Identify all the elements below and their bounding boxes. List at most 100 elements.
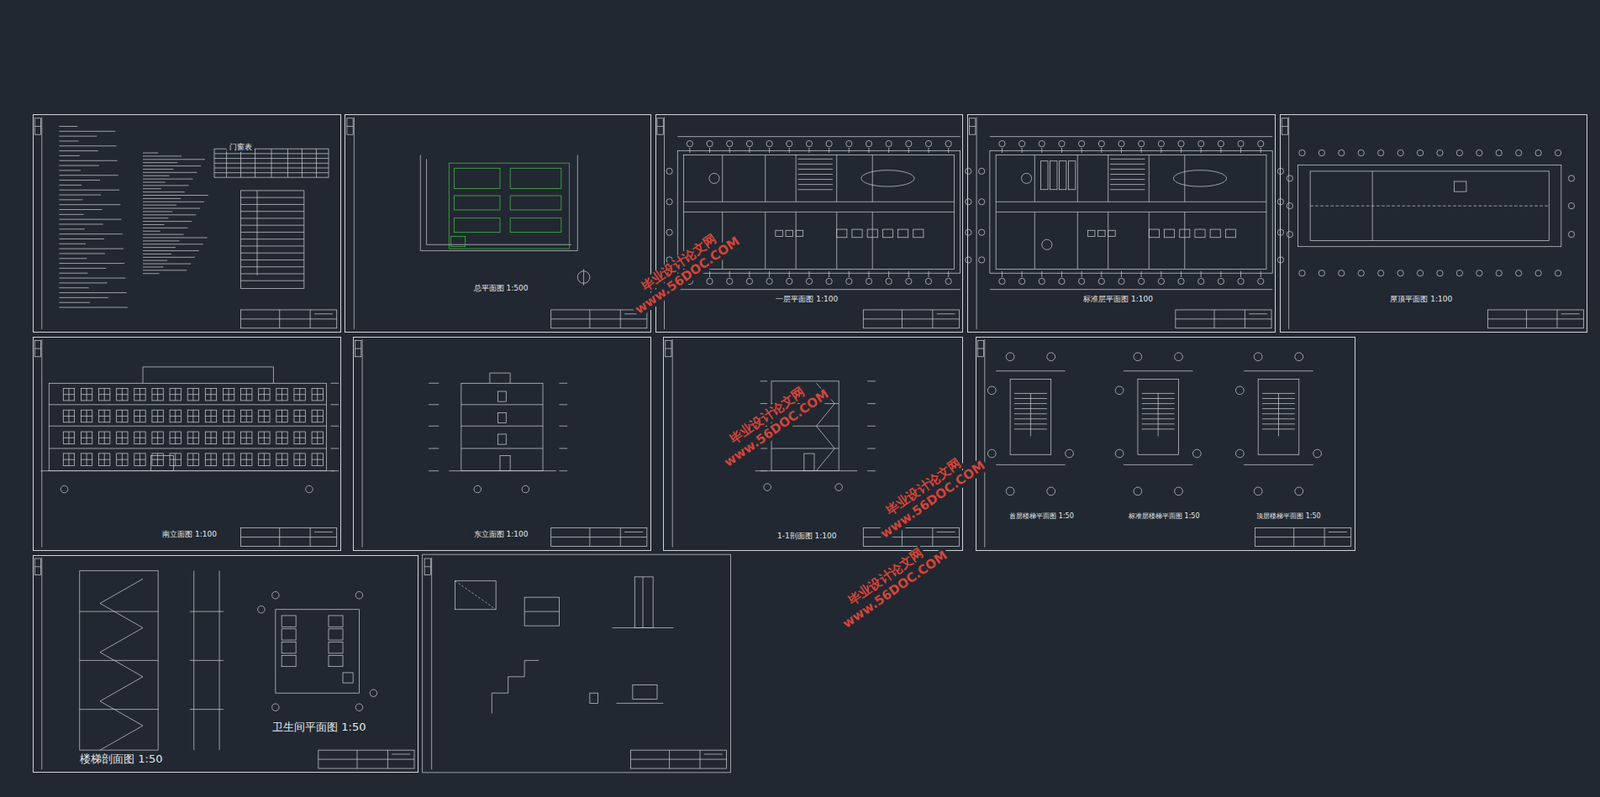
cad-line	[1148, 211, 1150, 269]
cad-line	[1288, 117, 1290, 330]
axis-bubble	[987, 386, 996, 395]
cad-line	[721, 154, 723, 202]
cad-line	[1110, 178, 1145, 180]
axis-bubble	[666, 168, 673, 174]
cad-line	[278, 310, 280, 329]
cad-line	[1160, 271, 1162, 278]
cad-rect	[347, 118, 353, 135]
cad-line	[867, 426, 876, 427]
cad-line	[205, 437, 216, 439]
cad-line	[428, 447, 439, 449]
cad-line	[1030, 393, 1032, 437]
cad-line	[80, 415, 92, 417]
drawing-title: 顶层楼梯平面图 1:50	[1253, 512, 1324, 523]
cad-line	[1310, 205, 1549, 207]
cad-line	[241, 280, 305, 282]
axis-bubble	[1133, 352, 1143, 362]
cad-rect	[510, 195, 562, 211]
axis-bubble	[835, 484, 843, 491]
cad-line	[872, 154, 874, 202]
axis-bubble	[1286, 175, 1293, 182]
cad-line	[241, 415, 253, 417]
cad-line	[798, 168, 833, 170]
cad-line	[134, 459, 146, 461]
cad-line	[142, 263, 191, 265]
cad-line	[353, 117, 355, 330]
cad-rect	[169, 410, 181, 423]
cad-rect	[63, 388, 74, 401]
cad-line	[1061, 271, 1063, 278]
cad-line	[58, 223, 103, 225]
cad-rect	[1453, 181, 1467, 192]
cad-line	[729, 147, 731, 153]
cad-rect	[281, 615, 296, 627]
cad-rect	[311, 410, 323, 423]
drawing-sheet: 南立面图 1:100	[32, 336, 342, 552]
cad-line	[63, 437, 74, 439]
cad-rect	[775, 230, 784, 237]
cad-rect	[80, 431, 92, 445]
cad-rect	[1050, 161, 1058, 190]
cad-line	[58, 194, 101, 196]
cad-rect	[99, 453, 111, 467]
cad-rect	[205, 388, 216, 401]
cad-rect	[34, 118, 41, 135]
axis-bubble	[1157, 278, 1164, 285]
cad-line	[80, 459, 92, 461]
cad-rect	[258, 453, 270, 467]
cad-line	[58, 302, 90, 304]
cad-line	[424, 566, 431, 568]
cad-rect	[258, 388, 270, 401]
cad-line	[828, 147, 830, 153]
axis-bubble	[1299, 270, 1306, 277]
cad-line	[995, 370, 1066, 372]
cad-line	[58, 136, 97, 137]
cad-line	[798, 189, 833, 190]
cad-line	[901, 310, 903, 329]
cad-line	[936, 531, 956, 533]
cad-line	[142, 184, 190, 186]
cad-line	[828, 271, 830, 278]
axis-bubble	[1554, 270, 1561, 277]
cad-line	[1148, 154, 1150, 202]
cad-line	[868, 271, 869, 278]
cad-line	[1240, 271, 1242, 278]
cad-line	[287, 148, 289, 178]
cad-line	[1121, 271, 1122, 278]
cad-line	[79, 570, 158, 572]
axis-bubble	[1286, 231, 1293, 237]
axis-bubble	[1277, 168, 1284, 174]
cad-line	[558, 383, 568, 385]
cad-line	[241, 459, 253, 461]
cad-line	[294, 437, 306, 439]
cad-line	[58, 160, 117, 162]
cad-line	[278, 528, 280, 548]
axis-bubble	[766, 140, 773, 147]
cad-line	[1278, 393, 1279, 437]
cad-line	[995, 464, 1066, 466]
cad-rect	[187, 410, 199, 423]
axis-bubble	[1047, 352, 1056, 362]
cad-rect	[311, 431, 323, 445]
cad-rect	[169, 388, 181, 401]
cad-line	[748, 271, 750, 278]
axis-bubble	[1178, 278, 1185, 285]
cad-line	[391, 754, 411, 756]
cad-line	[901, 528, 903, 548]
cad-rect	[1098, 230, 1106, 237]
drawing-title: 标准层楼梯平面图 1:50	[1126, 512, 1203, 523]
axis-bubble	[865, 140, 872, 147]
cad-line	[58, 278, 126, 279]
cad-line	[795, 154, 797, 202]
cad-line	[620, 528, 622, 548]
cad-rect	[1175, 310, 1272, 329]
axis-bubble	[1338, 270, 1345, 277]
cad-line	[1021, 147, 1023, 153]
axis-bubble	[666, 229, 673, 236]
cad-line	[908, 147, 910, 153]
cad-line	[187, 394, 199, 395]
axis-bubble	[1058, 140, 1065, 147]
cad-line	[58, 263, 125, 264]
cad-line	[142, 227, 188, 229]
axis-bubble	[1568, 202, 1574, 209]
